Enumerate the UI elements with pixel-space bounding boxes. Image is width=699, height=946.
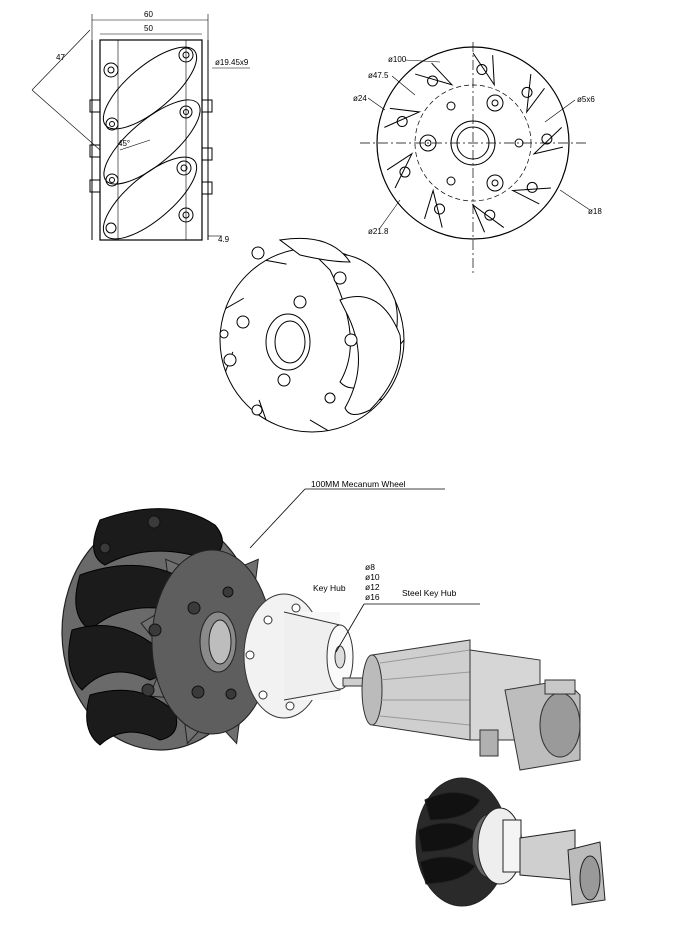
dim-24-label: ø24 <box>353 94 367 103</box>
roller-bracket <box>513 188 551 204</box>
front-view-leaders <box>368 60 590 228</box>
front-view <box>360 42 590 276</box>
roller-bracket <box>387 154 412 188</box>
small-holes <box>447 102 523 185</box>
dim-4-9-label: 4.9 <box>218 235 230 244</box>
steel-key-hub-motor <box>362 640 580 770</box>
dim-21-8-label: ø21.8 <box>368 227 389 236</box>
roller-bracket <box>415 63 452 85</box>
dim-18-label: ø18 <box>588 207 602 216</box>
bracket-bolt <box>527 182 537 192</box>
side-tab <box>202 182 212 194</box>
isometric-line-view <box>220 238 404 432</box>
dim-47-label: 47 <box>56 53 65 62</box>
bracket-bolt <box>428 76 438 86</box>
dim-100-label: ø100 <box>388 55 407 64</box>
roller-bracket <box>473 53 494 85</box>
bore-size-8: ø8 <box>365 562 375 572</box>
roller-bracket <box>473 205 504 232</box>
dim-5x6-label: ø5x6 <box>577 95 595 104</box>
side-tab <box>202 100 212 112</box>
side-view <box>32 14 250 252</box>
side-view-frame <box>100 40 202 240</box>
dim-60-label: 60 <box>144 10 153 19</box>
dim-47-5-label: ø47.5 <box>368 71 389 80</box>
wheel-label: 100MM Mecanum Wheel <box>311 479 406 489</box>
roller-bracket <box>384 108 419 127</box>
bracket-bolt <box>435 204 445 214</box>
roller-brackets <box>384 53 563 232</box>
bracket-bolt <box>522 87 532 97</box>
side-tab <box>202 148 212 160</box>
bracket-bolt <box>542 134 552 144</box>
exploded-assembly <box>62 489 605 906</box>
roller-bracket <box>534 127 563 153</box>
bore-size-12: ø12 <box>365 582 380 592</box>
bore-size-16: ø16 <box>365 592 380 602</box>
bore-size-10: ø10 <box>365 572 380 582</box>
dim-45deg-label: 45° <box>118 139 130 148</box>
side-view-dimensions <box>32 14 250 236</box>
iso-hub-bore <box>275 321 305 363</box>
dim-50-label: 50 <box>144 24 153 33</box>
steel-key-hub-label: Steel Key Hub <box>402 588 457 598</box>
dim-roller-label: ø19.45x9 <box>215 58 249 67</box>
key-hub <box>244 594 353 718</box>
roller-bracket <box>425 190 443 227</box>
key-hub-label: Key Hub <box>313 583 346 593</box>
roller-bracket <box>527 74 545 112</box>
roller-outline <box>91 144 208 252</box>
inset-assembly <box>416 778 605 906</box>
